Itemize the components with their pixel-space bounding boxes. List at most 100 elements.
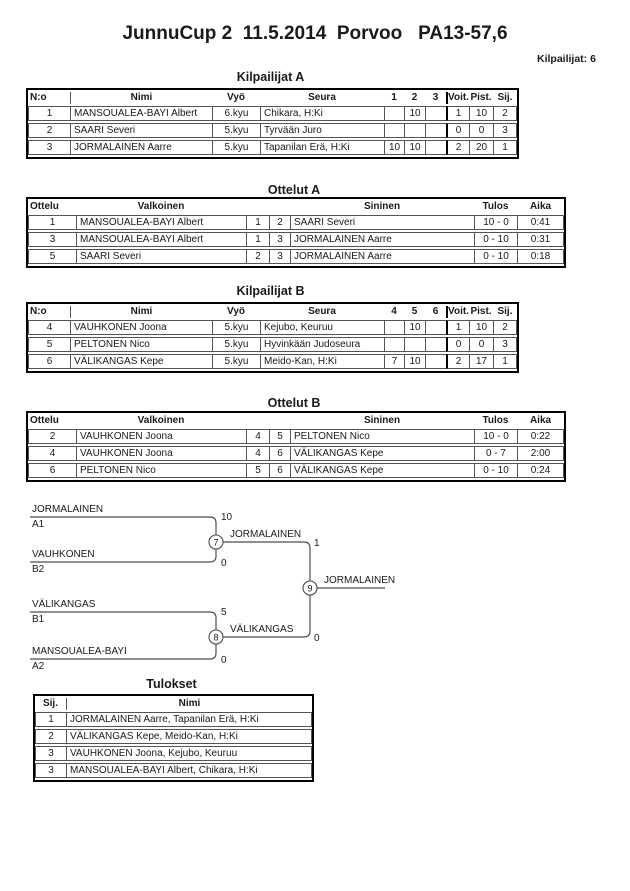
match-number-8: 8 [213,633,218,643]
match2-cell: 10 [404,106,425,121]
sf1-winner-name: JORMALAINEN [230,529,301,540]
sf1-bottom-seed: B2 [32,564,45,575]
col-match2: 5 [411,306,418,317]
name-cell: PELTONEN Nico [70,337,212,352]
place-cell: 2 [493,106,517,121]
col-belt: Vyö [227,92,245,103]
table-row: 3 MANSOUALEA-BAYI Albert, Chikara, H:Ki [35,763,312,778]
white-cell: VAUHKONEN Joona [76,446,246,461]
sf1-bottom-score: 0 [221,558,227,569]
col-match2: 2 [411,92,418,103]
match3-cell [425,337,446,352]
table-row: 5 PELTONEN Nico 5.kyu Hyvinkään Judoseur… [28,337,517,352]
col-white: Valkoinen [137,201,185,212]
result-cell: 10 - 0 [474,215,517,230]
col-no: N:o [30,306,47,317]
table-row: 3 MANSOUALEA-BAYI Albert 1 3 JORMALAINEN… [28,232,564,247]
sf2-top-seed: B1 [32,614,45,625]
club-cell: Tyrvään Juro [260,123,384,138]
match-no-cell: 4 [28,446,76,461]
sf2-bottom-score: 0 [221,655,227,666]
white-cell: PELTONEN Nico [76,463,246,478]
col-name: Nimi [70,92,212,104]
table-row: 3 JORMALAINEN Aarre 5.kyu Tapanilan Erä,… [28,140,517,155]
blue-cell: JORMALAINEN Aarre [290,232,474,247]
name-cell: JORMALAINEN Aarre, Tapanilan Erä, H:Ki [66,712,312,727]
col-points: Pist. [470,306,492,317]
blue-cell: VÄLIKANGAS Kepe [290,446,474,461]
sf2-winner-score: 0 [314,633,320,644]
match1-cell [384,337,404,352]
table-header-row: Ottelu Valkoinen Sininen Tulos Aika [28,201,564,213]
blue-no-cell: 3 [269,249,290,264]
col-white-no [246,415,269,427]
belt-cell: 5.kyu [212,140,260,155]
place-cell: 1 [493,140,517,155]
club-cell: Tapanilan Erä, H:Ki [260,140,384,155]
table-row: 3 VAUHKONEN Joona, Kejubo, Keuruu [35,746,312,761]
medal-bracket: JORMALAINEN A1 10 VAUHKONEN B2 0 JORMALA… [30,504,395,672]
name-cell: MANSOUALEA-BAYI Albert [70,106,212,121]
bracket-line [30,611,217,630]
time-cell: 0:41 [517,215,564,230]
col-match: Ottelu [30,201,59,212]
points-cell: 20 [469,140,493,155]
match3-cell [425,320,446,335]
name-cell: VAUHKONEN Joona [70,320,212,335]
points-cell: 10 [469,106,493,121]
bracket-line [30,644,217,660]
table-row: 2 SAARI Severi 5.kyu Tyrvään Juro 0 0 3 [28,123,517,138]
blue-cell: JORMALAINEN Aarre [290,249,474,264]
section-title-results: Tulokset [146,677,197,691]
col-match3: 6 [432,306,439,317]
match2-cell [404,337,425,352]
name-cell: VÄLIKANGAS Kepe, Meido-Kan, H:Ki [66,729,312,744]
no-cell: 6 [28,354,70,369]
place-cell: 3 [493,123,517,138]
blue-no-cell: 2 [269,215,290,230]
club-cell: Kejubo, Keuruu [260,320,384,335]
match2-cell: 10 [404,354,425,369]
col-place: Sij. [497,92,513,103]
table-row: 4 VAUHKONEN Joona 5.kyu Kejubo, Keuruu 1… [28,320,517,335]
matches-b-table: Ottelu Valkoinen Sininen Tulos Aika 2 VA… [26,411,566,482]
white-no-cell: 4 [246,429,269,444]
sf1-bottom-name: VAUHKONEN [32,549,95,560]
place-cell: 1 [35,712,66,727]
match2-cell [404,123,425,138]
place-cell: 3 [35,746,66,761]
time-cell: 0:18 [517,249,564,264]
sf2-bottom-name: MANSOUALEA-BAYI [32,646,127,657]
table-row: 1 MANSOUALEA-BAYI Albert 1 2 SAARI Sever… [28,215,564,230]
sf1-top-score: 10 [221,512,233,523]
white-no-cell: 2 [246,249,269,264]
table-row: 1 MANSOUALEA-BAYI Albert 6.kyu Chikara, … [28,106,517,121]
col-name: Nimi [66,698,312,710]
match-no-cell: 6 [28,463,76,478]
blue-no-cell: 6 [269,446,290,461]
section-title-pool-a: Kilpailijat A [236,70,305,84]
table-row: 2 VAUHKONEN Joona 4 5 PELTONEN Nico 10 -… [28,429,564,444]
match3-cell [425,354,446,369]
time-cell: 0:31 [517,232,564,247]
club-cell: Chikara, H:Ki [260,106,384,121]
white-no-cell: 1 [246,215,269,230]
no-cell: 1 [28,106,70,121]
belt-cell: 5.kyu [212,337,260,352]
white-cell: SAARI Severi [76,249,246,264]
match-circle-9 [302,580,318,596]
blue-cell: SAARI Severi [290,215,474,230]
bracket-line [30,549,217,563]
belt-cell: 5.kyu [212,123,260,138]
col-result: Tulos [482,201,509,212]
final-winner-name: JORMALAINEN [324,575,395,586]
table-header-row: Sij. Nimi [35,698,312,710]
col-wins: Voit. [446,306,469,318]
col-white-no [246,201,269,213]
name-cell: VAUHKONEN Joona, Kejubo, Keuruu [66,746,312,761]
belt-cell: 6.kyu [212,106,260,121]
name-cell: JORMALAINEN Aarre [70,140,212,155]
match1-cell: 10 [384,140,404,155]
col-blue-no [269,201,290,213]
